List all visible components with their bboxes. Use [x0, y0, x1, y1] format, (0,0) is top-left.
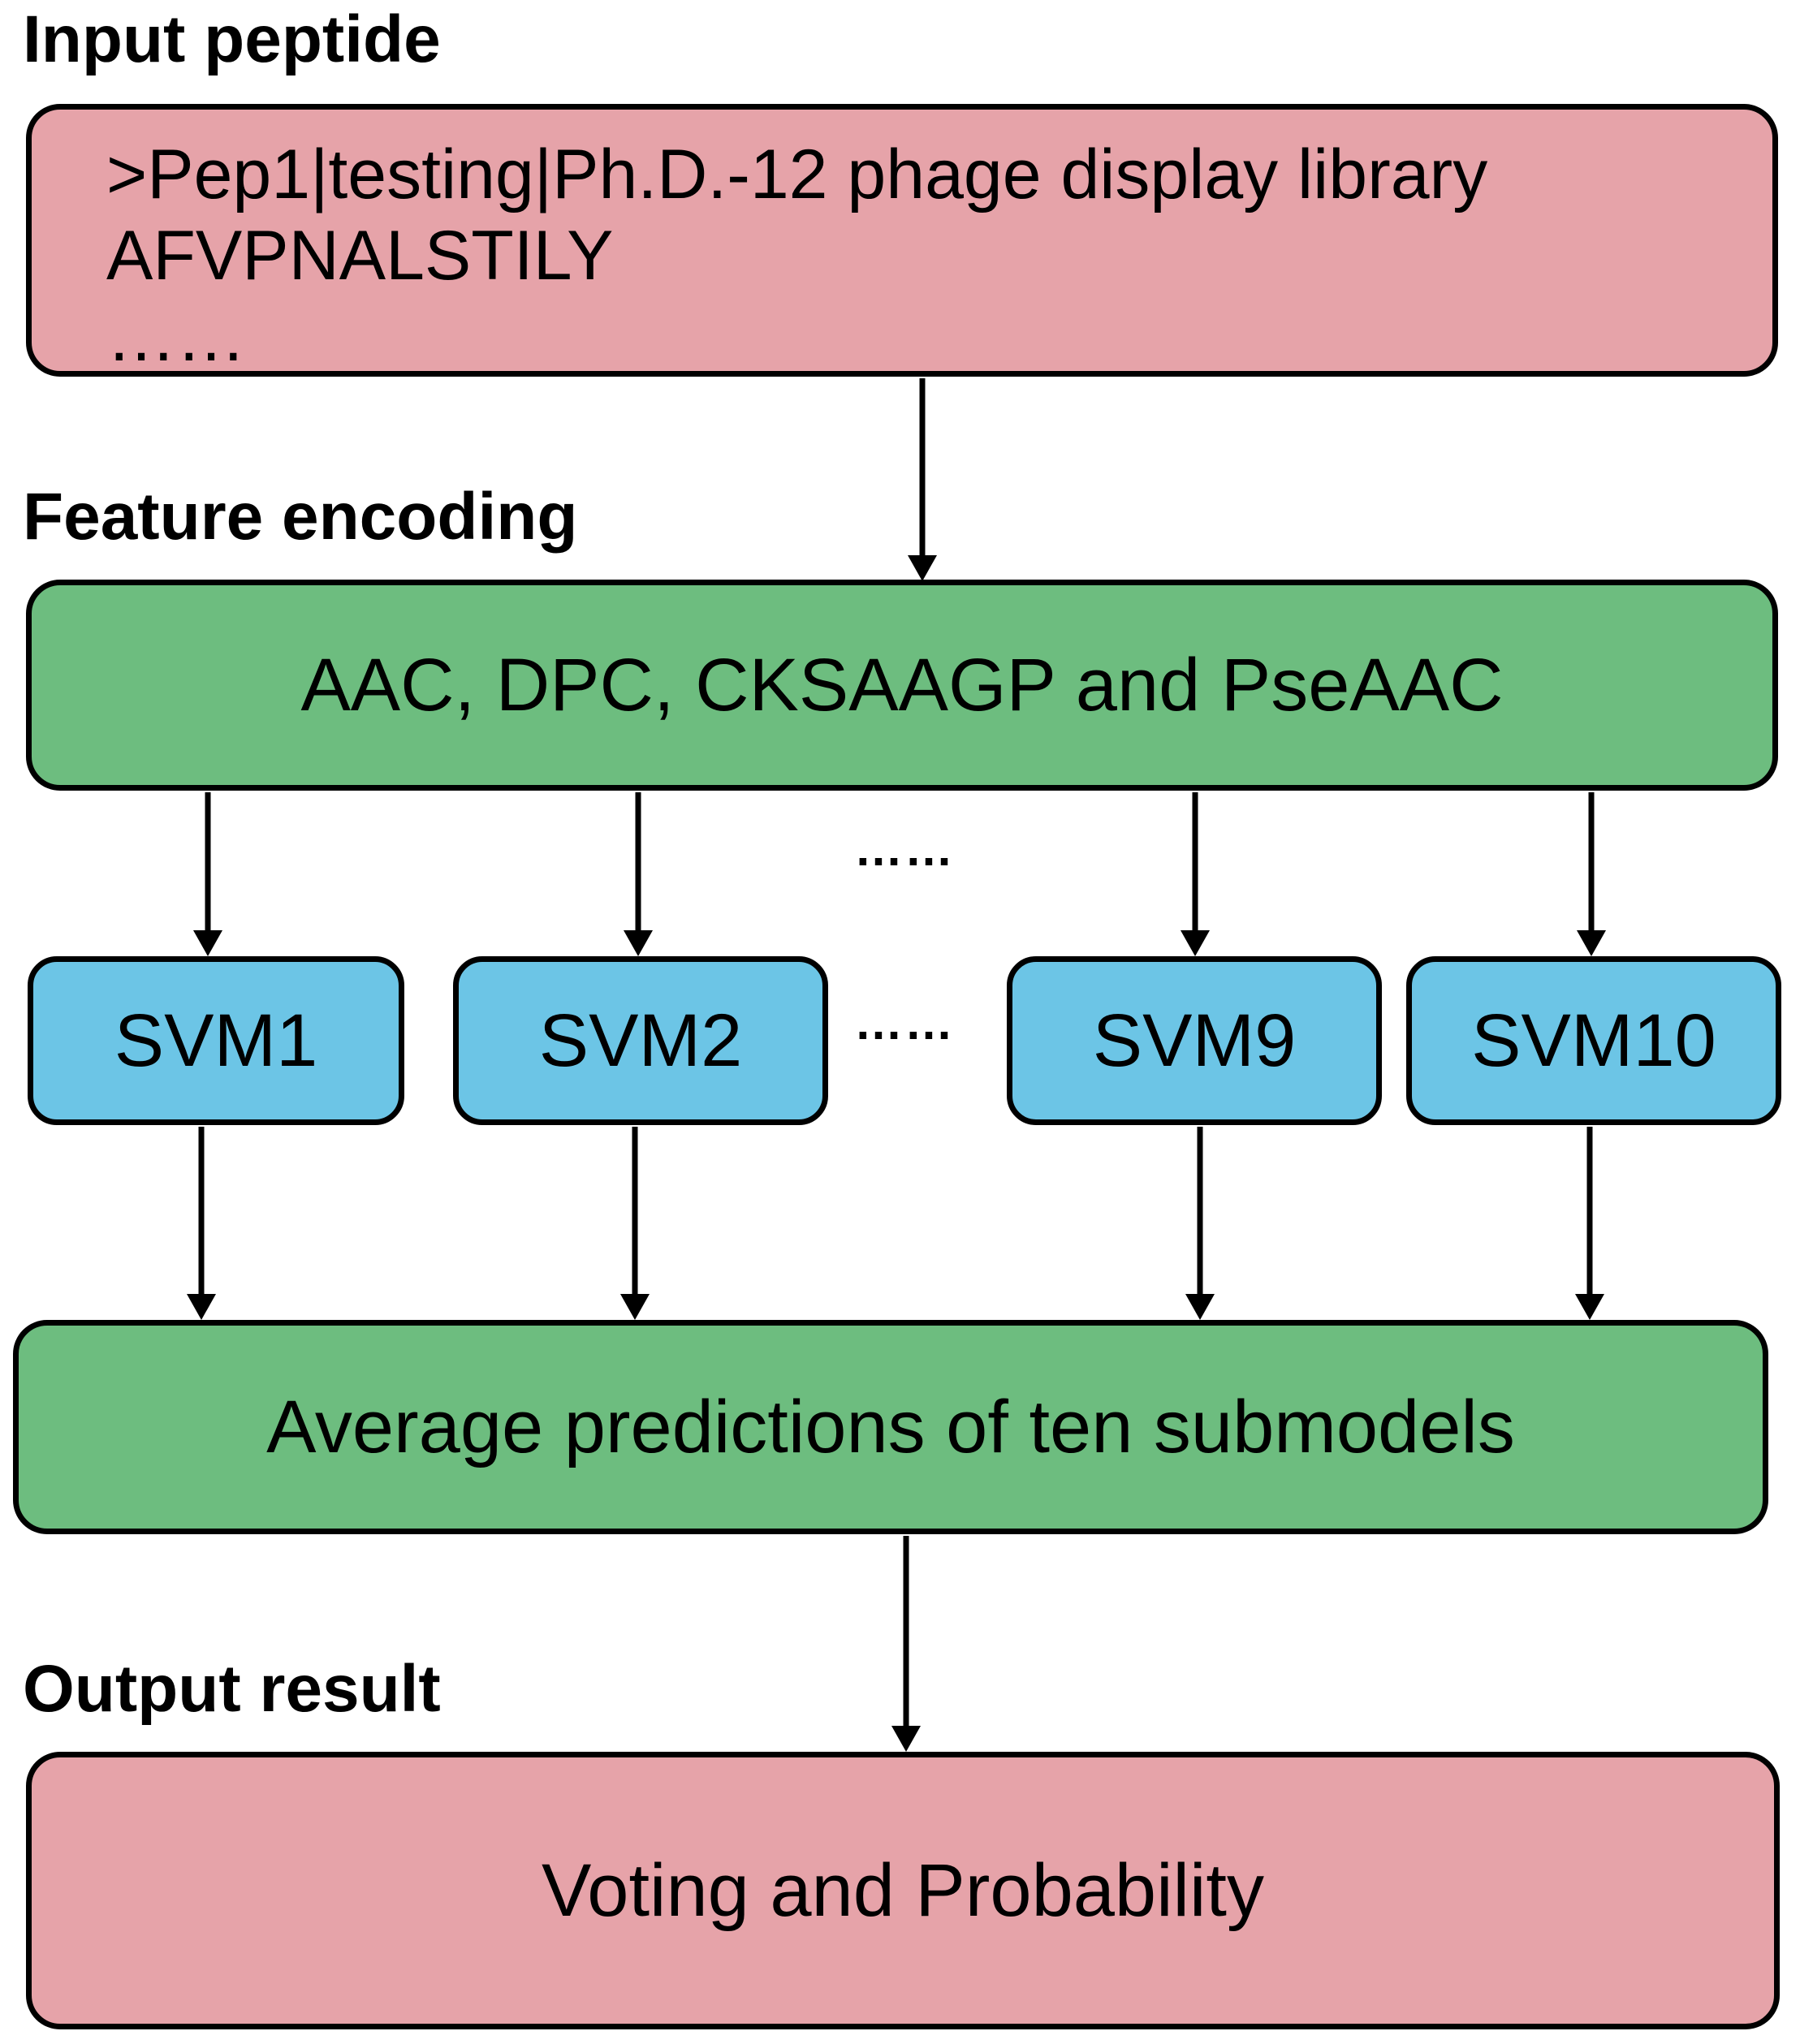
input-line-header: >Pep1|testing|Ph.D.-12 phage display lib…: [106, 136, 1488, 213]
average-predictions-text: Average predictions of ten submodels: [266, 1385, 1515, 1468]
input-line-ellipsis: ……: [106, 298, 246, 376]
svm-box-9: SVM9: [1007, 956, 1382, 1125]
svm-label: SVM2: [538, 998, 743, 1082]
input-peptide-heading: Input peptide: [23, 2, 441, 76]
ellipsis-arrows: ……: [854, 821, 955, 876]
svm-label: SVM9: [1092, 998, 1297, 1082]
arrowhead: [891, 1726, 921, 1752]
arrowhead: [1577, 930, 1606, 956]
ellipsis-svm: ……: [854, 995, 955, 1050]
arrowhead: [1181, 930, 1210, 956]
arrowhead: [193, 930, 222, 956]
feature-encoding-heading: Feature encoding: [23, 480, 578, 554]
input-peptide-box: >Pep1|testing|Ph.D.-12 phage display lib…: [26, 104, 1778, 377]
arrowhead: [620, 1294, 650, 1320]
arrowhead: [187, 1294, 216, 1320]
output-result-text: Voting and Probability: [542, 1848, 1264, 1932]
feature-encoding-text: AAC, DPC, CKSAAGP and PseAAC: [300, 643, 1504, 727]
svm-label: SVM10: [1471, 998, 1716, 1082]
svm-box-1: SVM1: [28, 956, 404, 1125]
svm-box-2: SVM2: [453, 956, 828, 1125]
average-predictions-box: Average predictions of ten submodels: [13, 1320, 1768, 1534]
svm-box-10: SVM10: [1406, 956, 1781, 1125]
feature-encoding-box: AAC, DPC, CKSAAGP and PseAAC: [26, 580, 1778, 791]
arrowhead: [624, 930, 653, 956]
arrowhead: [1185, 1294, 1215, 1320]
output-result-heading: Output result: [23, 1652, 441, 1726]
svm-label: SVM1: [114, 998, 318, 1082]
arrowhead: [908, 555, 937, 581]
input-line-sequence: AFVPNALSTILY: [106, 217, 614, 295]
output-result-box: Voting and Probability: [26, 1752, 1780, 2029]
arrowhead: [1575, 1294, 1604, 1320]
